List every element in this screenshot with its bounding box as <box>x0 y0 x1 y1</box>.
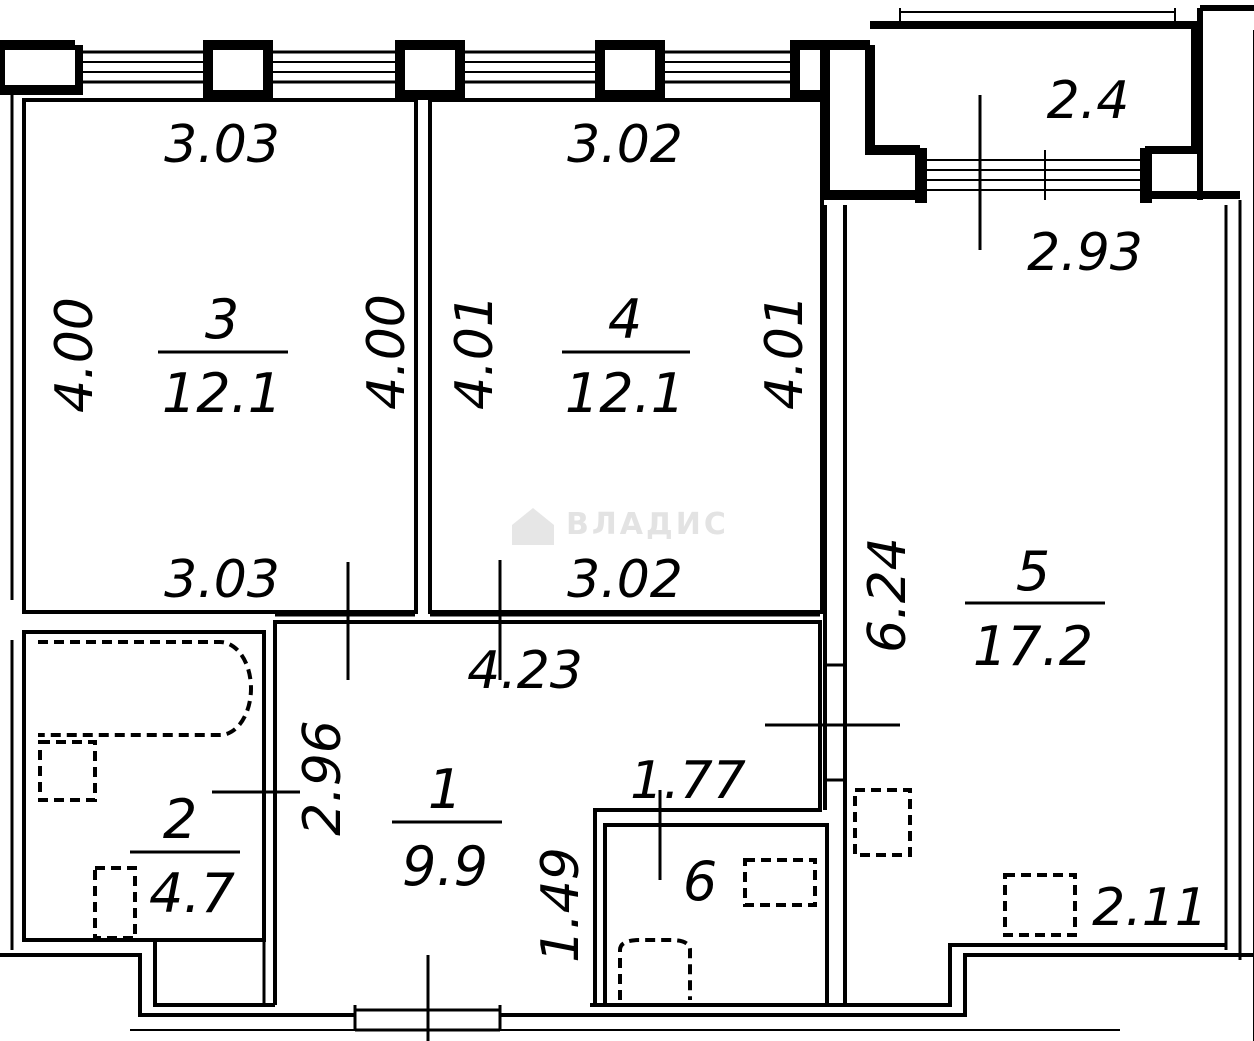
dim-room4-right: 4.01 <box>755 294 815 410</box>
room-area: 12.1 <box>565 362 685 425</box>
room-area: 12.1 <box>162 362 282 425</box>
dim-hall-lower: 1.49 <box>531 847 591 963</box>
room-number: 2 <box>163 788 197 851</box>
dim-room5-top: 2.93 <box>1027 223 1143 283</box>
house-icon <box>512 508 554 545</box>
room-area: 9.9 <box>402 835 488 898</box>
room-area: 4.7 <box>149 862 235 925</box>
dim-hall-right: 1.77 <box>630 751 746 811</box>
room-number: 3 <box>205 288 239 351</box>
sink-icon <box>38 740 97 802</box>
plumbing-fixtures <box>38 640 1077 1000</box>
room-4-label: 4 12.1 <box>562 288 690 425</box>
dim-room3-top: 3.03 <box>164 115 280 175</box>
dim-room4-bottom: 3.02 <box>567 550 683 610</box>
room-number: 1 <box>428 758 462 821</box>
dim-room4-top: 3.02 <box>567 115 683 175</box>
room-1-label: 1 9.9 <box>392 758 502 898</box>
toilet-6-icon <box>618 938 692 1000</box>
room-area: 17.2 <box>973 615 1093 678</box>
interior-walls <box>22 98 847 1007</box>
room-number: 5 <box>1016 540 1050 603</box>
dim-hall-top: 4.23 <box>467 641 583 701</box>
dim-room3-left: 4.00 <box>45 297 105 413</box>
watermark: ВЛАДИС <box>512 507 729 545</box>
dim-room3-right: 4.00 <box>357 294 417 410</box>
dim-room5-left: 6.24 <box>858 537 918 653</box>
bathtub-icon <box>38 640 253 737</box>
room-5-label: 5 17.2 <box>965 540 1105 678</box>
stove-icon <box>1003 873 1077 937</box>
dimension-lines <box>212 95 982 1041</box>
dim-room5-bottom-right: 2.11 <box>1092 878 1208 938</box>
dim-room3-bottom: 3.03 <box>164 550 280 610</box>
room-number: 4 <box>608 288 642 351</box>
washer-icon <box>853 788 912 857</box>
toilet-icon <box>93 866 137 940</box>
dimension-labels: 3.03 3.03 4.00 4.00 3.02 3.02 4.01 4.01 … <box>45 71 1208 963</box>
room-number: 6 <box>683 850 717 913</box>
sink-6-icon <box>743 858 817 907</box>
dim-balcony: 2.4 <box>1047 71 1130 131</box>
exterior-walls <box>0 5 1254 1041</box>
dim-hall-left: 2.96 <box>293 720 353 836</box>
room-3-label: 3 12.1 <box>158 288 288 425</box>
dim-room4-left: 4.01 <box>445 294 505 410</box>
room-6-label: 6 <box>683 850 717 913</box>
room-2-label: 2 4.7 <box>130 788 240 925</box>
watermark-text: ВЛАДИС <box>566 507 729 542</box>
